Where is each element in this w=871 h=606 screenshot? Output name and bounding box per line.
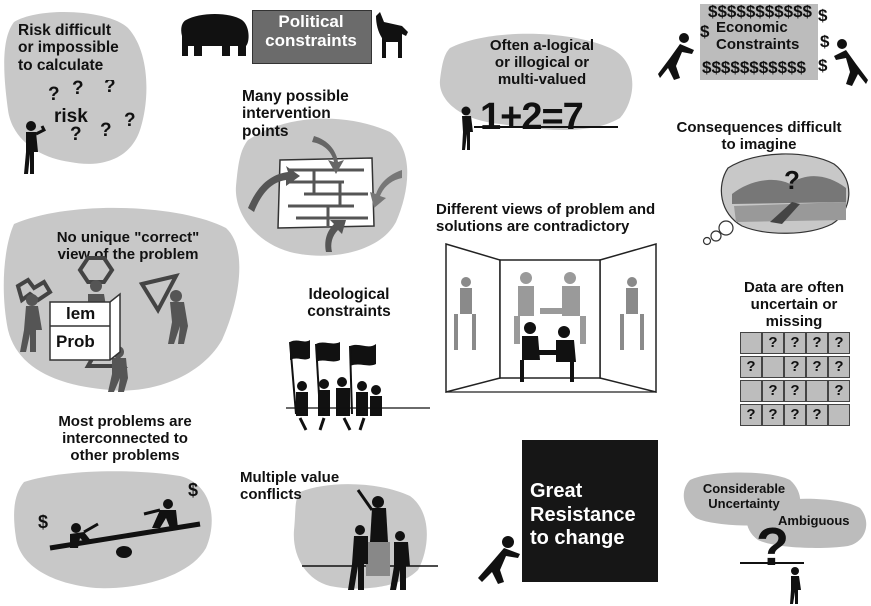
q-mark: ? — [124, 110, 136, 131]
political-box — [252, 10, 372, 64]
interconnected-blob — [14, 471, 212, 589]
grid-cell: ? — [784, 380, 806, 402]
meeting-rooms-illustration — [445, 242, 657, 393]
pushing-person-right-icon — [834, 39, 868, 86]
q-mark: ? — [100, 120, 112, 140]
dollar-right-2: $ — [820, 32, 830, 51]
ambiguous-label: Ambiguous — [778, 513, 850, 528]
grid-cell: ? — [740, 356, 762, 378]
pushing-person-left-icon — [658, 33, 694, 80]
thought-bubble-2 — [710, 230, 722, 242]
lem-text: lem — [66, 304, 96, 323]
risk-word: risk — [54, 106, 88, 127]
thought-bubble-1 — [718, 220, 734, 236]
equation-underline — [474, 126, 618, 128]
dollar-left: $ — [700, 22, 710, 41]
arrow-icon — [312, 136, 344, 174]
risk-blob — [4, 11, 147, 164]
thinking-person-icon — [790, 567, 801, 604]
grid-cell — [806, 380, 828, 402]
different-views-label: Different views of problem and solutions… — [436, 201, 656, 235]
q-mark: ? — [104, 80, 116, 97]
risk-label: Risk difficult or impossible to calculat… — [18, 22, 119, 74]
grid-cell: ? — [762, 332, 784, 354]
thinking-person-icon — [461, 106, 473, 150]
prob-text: Prob — [56, 332, 95, 351]
thinking-person-icon — [24, 121, 46, 174]
grid-cell: ? — [806, 356, 828, 378]
grid-cell: ? — [806, 404, 828, 426]
grid-cell: ? — [784, 404, 806, 426]
q-mark: ? — [72, 80, 84, 99]
q-mark: ? — [48, 84, 60, 105]
interconnected-dollar-left: $ — [38, 512, 49, 532]
uncertainty-label: Considerable Uncertainty — [702, 481, 786, 511]
dollar-right-3: $ — [818, 56, 828, 75]
grid-cell: ? — [828, 332, 850, 354]
ambiguous-cloud — [746, 498, 867, 548]
big-question-mark: ? — [756, 517, 789, 577]
economic-dollars-top: $$$$$$$$$$$ — [708, 2, 813, 21]
grid-cell: ? — [806, 332, 828, 354]
value-conflicts-label: Multiple value conflicts — [240, 469, 340, 503]
alogical-blob — [439, 33, 633, 131]
ideological-label: Ideological constraints — [307, 286, 391, 321]
uncertainty-underline — [740, 562, 804, 564]
data-grid: ??????????????? — [740, 332, 852, 432]
podium-speaker — [302, 489, 438, 590]
interconnected-label: Most problems are interconnected to othe… — [58, 413, 192, 464]
consequences-label: Consequences difficult to imagine — [676, 119, 842, 153]
grid-cell: ? — [828, 380, 850, 402]
arrow-icon — [370, 170, 402, 208]
grid-cell: ? — [762, 404, 784, 426]
economic-label: Economic Constraints — [716, 19, 800, 53]
dollar-right-1: $ — [818, 6, 828, 25]
arrow-icon — [325, 220, 346, 252]
grid-cell — [762, 356, 784, 378]
arrow-icon — [248, 166, 300, 212]
grid-cell — [740, 332, 762, 354]
thought-bubble-3 — [702, 236, 712, 246]
political-label: Political constraints — [265, 12, 357, 51]
grid-cell — [740, 380, 762, 402]
grid-cell — [828, 404, 850, 426]
grid-cell: ? — [784, 332, 806, 354]
consequences-question: ? — [784, 165, 800, 195]
seesaw-figures — [49, 499, 201, 558]
grid-cell: ? — [762, 380, 784, 402]
grid-cell: ? — [740, 404, 762, 426]
alogical-label: Often a-logical or illogical or multi-va… — [489, 37, 595, 88]
economic-box — [700, 4, 818, 80]
crowd-with-flags — [286, 340, 430, 431]
economic-dollars-bottom: $$$$$$$$$$$ — [702, 58, 807, 77]
pushing-person-icon — [478, 536, 520, 584]
maze-with-arrows — [248, 136, 402, 252]
grid-cell: ? — [828, 356, 850, 378]
equation: 1+2=7 — [480, 96, 584, 138]
data-label: Data are often uncertain or missing — [743, 279, 845, 330]
interconnected-dollar-right: $ — [188, 480, 199, 500]
risk-question-marks: ? ? ? ? ? ? — [48, 80, 136, 140]
intervention-label: Many possible intervention points — [242, 88, 349, 140]
landscape-image — [732, 176, 846, 224]
elephant-icon — [181, 14, 249, 56]
grid-cell: ? — [784, 356, 806, 378]
q-mark: ? — [70, 124, 82, 140]
donkey-icon — [376, 12, 408, 58]
resistance-box — [522, 440, 658, 582]
people-shaping-problem — [15, 256, 188, 392]
resistance-label: Great Resistance to change — [530, 480, 636, 550]
